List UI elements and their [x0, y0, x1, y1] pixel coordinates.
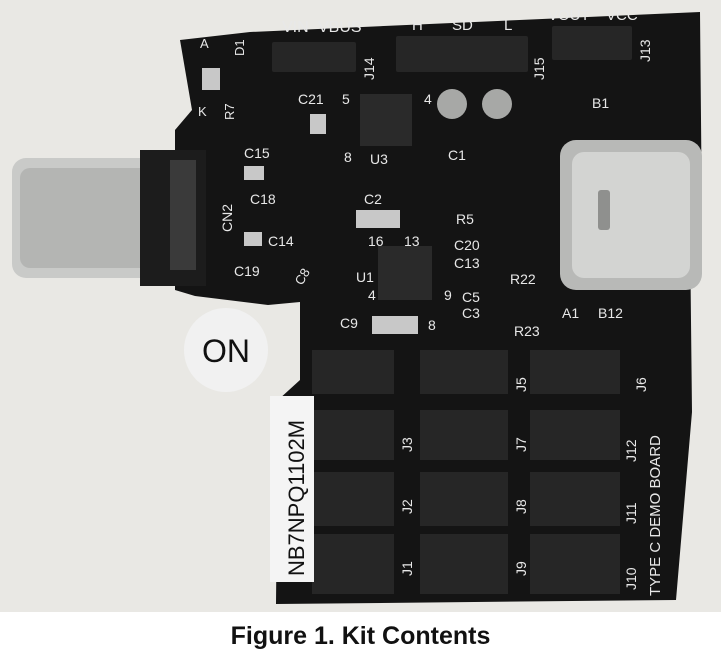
silk-c9: C9 [340, 315, 358, 331]
silk-j3: J3 [399, 437, 415, 452]
silk-c5: C5 [462, 289, 480, 305]
silk-pin4: 4 [424, 91, 432, 107]
cap-c2 [356, 210, 400, 228]
silk-vin: VIN [282, 19, 309, 36]
ic-u1 [378, 246, 432, 300]
silk-d1: D1 [232, 39, 247, 56]
ic-u3 [360, 94, 412, 146]
silk-type-c-demo-board: TYPE C DEMO BOARD [647, 435, 664, 596]
silk-pin9: 9 [444, 287, 452, 303]
silk-pin13: 13 [404, 233, 420, 249]
silk-l: L [504, 17, 512, 34]
silk-pin8b: 8 [428, 317, 436, 333]
demo-board-illustration: VIN VBUS H SD L VOUT VCC J14 J15 J13 D1 … [12, 7, 702, 604]
silk-vcc: VCC [606, 7, 638, 24]
on-logo-text: ON [202, 333, 250, 369]
silk-j7: J7 [513, 437, 529, 452]
silk-pin16: 16 [368, 233, 384, 249]
silk-c19: C19 [234, 263, 260, 279]
silk-a1: A1 [562, 305, 579, 321]
silk-c8: C8 [292, 266, 313, 288]
silk-c3: C3 [462, 305, 480, 321]
silk-pin4b: 4 [368, 287, 376, 303]
silk-c2: C2 [364, 191, 382, 207]
silk-u1: U1 [356, 269, 374, 285]
silk-j2: J2 [399, 499, 415, 514]
silk-j12: J12 [623, 439, 639, 462]
silk-r5: R5 [456, 211, 474, 227]
silk-j9: J9 [513, 561, 529, 576]
silk-c15: C15 [244, 145, 270, 161]
silk-cn2: CN2 [219, 204, 235, 232]
header-j15 [396, 36, 528, 72]
silk-j1: J1 [399, 561, 415, 576]
potentiometer [482, 89, 512, 119]
led-d1 [202, 68, 220, 90]
silk-c13: C13 [454, 255, 480, 271]
silk-pin8: 8 [344, 149, 352, 165]
silk-j6: J6 [633, 377, 649, 392]
silk-j5: J5 [513, 377, 529, 392]
silk-j14: J14 [361, 57, 377, 80]
potentiometer [437, 89, 467, 119]
on-logo-circle [184, 308, 268, 392]
silk-j8: J8 [513, 499, 529, 514]
silk-j11: J11 [623, 502, 639, 524]
silk-r7: R7 [222, 103, 237, 120]
silk-r23: R23 [514, 323, 540, 339]
cap-c21 [310, 114, 326, 134]
cap-c9 [372, 316, 418, 334]
silk-j15: J15 [531, 57, 547, 80]
silk-vbus: VBUS [318, 19, 362, 36]
header-j13 [552, 26, 632, 60]
silk-k: K [198, 104, 207, 119]
silk-b1: B1 [592, 95, 609, 111]
silk-c18: C18 [250, 191, 276, 207]
part-number-sticker [270, 396, 314, 582]
part-number-text: NB7NPQ1102M [284, 420, 309, 576]
jumper-grid [312, 350, 620, 594]
silk-c1: C1 [448, 147, 466, 163]
silk-c14: C14 [268, 233, 294, 249]
silk-b12: B12 [598, 305, 623, 321]
silk-u3: U3 [370, 151, 388, 167]
silk-j13: J13 [637, 39, 653, 62]
silk-sd: SD [452, 17, 473, 34]
silk-vout: VOUT [548, 7, 590, 24]
silk-c21: C21 [298, 91, 324, 107]
cap-c15 [244, 166, 264, 180]
figure-caption: Figure 1. Kit Contents [230, 622, 491, 650]
silk-a: A [200, 36, 209, 51]
silk-j10: J10 [623, 567, 639, 590]
silk-r22: R22 [510, 271, 536, 287]
cap-c14 [244, 232, 262, 246]
silk-c20: C20 [454, 237, 480, 253]
board-photo: VIN VBUS H SD L VOUT VCC J14 J15 J13 D1 … [0, 0, 721, 612]
usb-c-plug [12, 150, 206, 286]
header-j14 [272, 42, 356, 72]
usb-c-receptacle [560, 140, 702, 290]
silk-pin5: 5 [342, 91, 350, 107]
silk-h: H [412, 17, 423, 34]
